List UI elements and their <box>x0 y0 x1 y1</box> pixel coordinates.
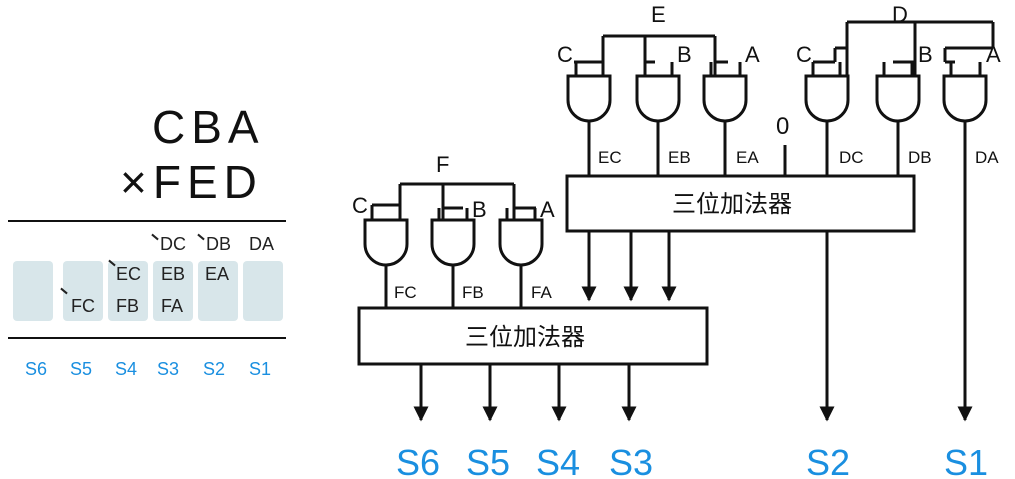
term-ec: EC <box>116 264 142 284</box>
and-gate-fb <box>430 218 476 267</box>
label-out-fb: FB <box>462 283 484 302</box>
label-a-d: A <box>986 42 1001 67</box>
label-b-e: B <box>677 42 692 67</box>
cell-s1 <box>243 261 283 321</box>
f-bus <box>398 182 516 220</box>
and-gate-fc <box>363 218 409 267</box>
adder-top-label: 三位加法器 <box>672 191 792 218</box>
and-gate-ea <box>702 74 748 123</box>
cell-s2 <box>198 261 238 321</box>
output-s5: S5 <box>466 442 510 479</box>
label-out-dc: DC <box>839 148 864 167</box>
result-label-s1: S1 <box>249 359 272 379</box>
label-out-eb: EB <box>668 148 691 167</box>
term-eb: EB <box>161 264 186 284</box>
multiplicand: CBA <box>152 101 265 153</box>
multiplier: ×FED <box>120 156 263 208</box>
label-out-fc: FC <box>394 283 417 302</box>
label-a-e: A <box>745 42 760 67</box>
term-db: DB <box>206 234 232 254</box>
term-dc: DC <box>160 234 186 254</box>
output-s2: S2 <box>806 442 850 479</box>
and-gate-dc <box>804 74 850 123</box>
term-fc: FC <box>71 296 95 316</box>
adder-bottom-label: 三位加法器 <box>465 324 585 351</box>
label-b-f: B <box>472 197 487 222</box>
output-s1: S1 <box>944 442 988 479</box>
and-gate-db <box>875 74 921 123</box>
label-out-ea: EA <box>736 148 759 167</box>
cell-s4 <box>108 261 148 321</box>
cell-s6 <box>13 261 53 321</box>
and-gate-fa <box>498 218 544 267</box>
label-f: F <box>436 152 449 177</box>
e-bus <box>601 34 717 76</box>
output-s4: S4 <box>536 442 580 479</box>
output-s3: S3 <box>609 442 653 479</box>
result-label-s6: S6 <box>25 359 48 379</box>
term-ea: EA <box>205 264 230 284</box>
label-a-f: A <box>540 197 555 222</box>
cell-s3 <box>153 261 193 321</box>
label-b-d: B <box>918 42 933 67</box>
d-bus <box>835 20 995 76</box>
adder-top <box>565 174 916 233</box>
label-c-d: C <box>796 42 812 67</box>
label-out-fa: FA <box>531 283 552 302</box>
and-gate-da <box>942 74 988 123</box>
label-out-da: DA <box>975 148 999 167</box>
result-label-s4: S4 <box>115 359 138 379</box>
label-out-db: DB <box>908 148 932 167</box>
top-rule <box>8 220 286 222</box>
and-gate-eb <box>635 74 681 123</box>
bottom-rule <box>8 337 286 339</box>
cell-s5 <box>63 261 103 321</box>
label-out-ec: EC <box>598 148 622 167</box>
result-label-s3: S3 <box>157 359 180 379</box>
label-e: E <box>651 2 666 27</box>
term-fa: FA <box>161 296 184 316</box>
term-fb: FB <box>116 296 140 316</box>
result-label-s2: S2 <box>203 359 226 379</box>
label-zero: 0 <box>776 113 789 140</box>
result-label-s5: S5 <box>70 359 93 379</box>
and-gate-ec <box>566 74 612 123</box>
term-da: DA <box>249 234 275 254</box>
label-c-f: C <box>352 193 368 218</box>
adder-bottom <box>357 306 709 366</box>
label-d: D <box>892 2 908 27</box>
label-c-e: C <box>557 42 573 67</box>
output-s6: S6 <box>396 442 440 479</box>
